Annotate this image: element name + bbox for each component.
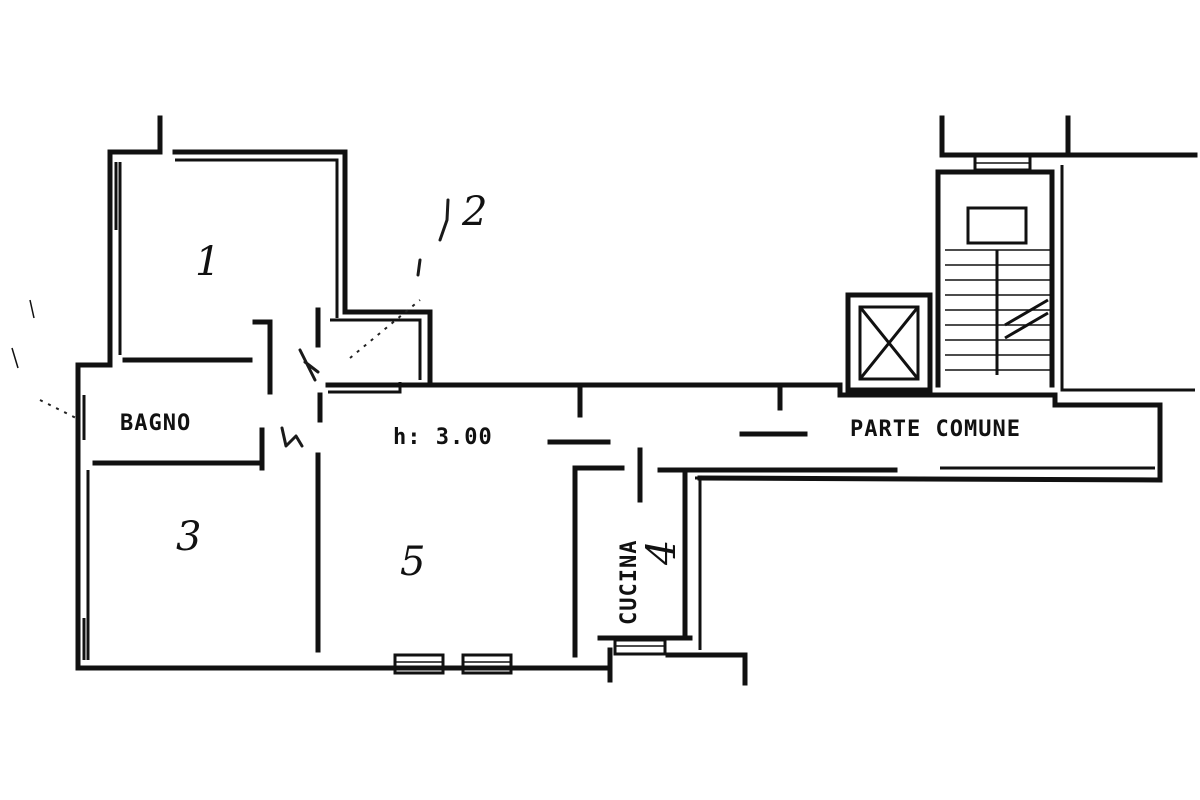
room-number-3: 3 xyxy=(176,514,201,560)
room-labels: BAGNO h: 3.00 PARTE COMUNE CUCINA xyxy=(120,411,1021,625)
hand-marks xyxy=(11,198,450,448)
room-number-4: 4 xyxy=(639,540,685,566)
elevator-shaft xyxy=(845,292,933,393)
label-height: h: 3.00 xyxy=(393,425,493,450)
stairwell xyxy=(935,115,1198,392)
label-bagno: BAGNO xyxy=(120,411,191,436)
room-number-2: 2 xyxy=(461,189,487,235)
apartment-walls xyxy=(75,115,1163,686)
label-cucina: CUCINA xyxy=(617,540,642,625)
room-number-1: 1 xyxy=(195,239,220,285)
windows xyxy=(76,154,1032,675)
label-parte-comune: PARTE COMUNE xyxy=(850,417,1021,442)
room-numbers: 1 2 3 4 5 xyxy=(176,189,685,585)
room-number-5: 5 xyxy=(400,539,425,585)
